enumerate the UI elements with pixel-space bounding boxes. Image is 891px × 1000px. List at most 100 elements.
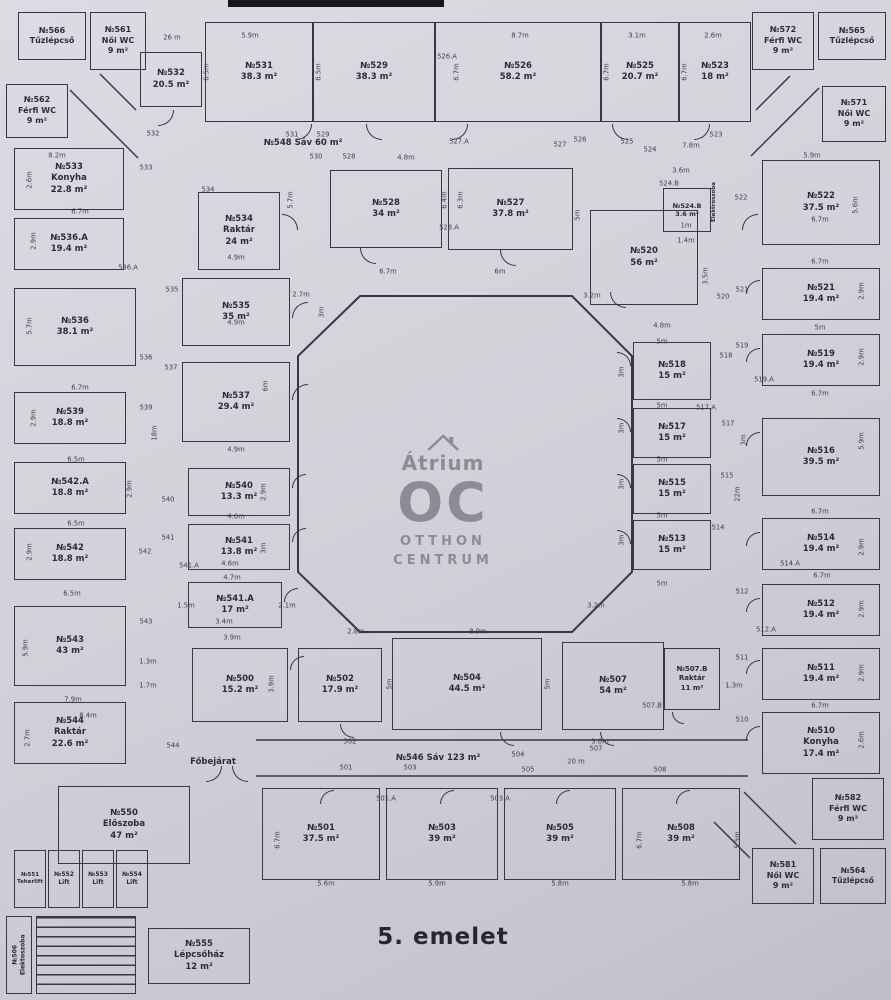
door-arc [360,248,376,264]
dim-label: 5m [656,579,668,588]
room-number: №528 [372,197,400,208]
room-name-or-area: Női WC [837,108,871,118]
room-tag: 533 [139,163,153,172]
dim-label: 4.6m [227,512,245,521]
dim-label: 1.5m [177,601,195,610]
room-name-or-area: 22.8 m² [50,184,88,195]
logo-word-otthon: OTTHON [400,533,486,549]
door-arc [440,790,454,804]
room-number: №526 [504,60,532,71]
door-arc [746,432,760,446]
room-name-or-area: 15.2 m² [221,685,259,695]
dim-label: 7.8m [682,141,700,150]
room-name-or-area: Férfi WC [18,105,56,115]
room-number: №507.B [676,665,708,674]
dim-label: 5.8m [681,879,699,888]
room-tag: 534 [201,185,215,194]
room-tag: 514 [711,523,725,532]
room-tag: 541.A [179,561,199,570]
door-arc [672,712,684,724]
dim-label: 6.5m [67,455,85,464]
dim-label: 2.1m [278,601,296,610]
room-name-or-area: 15 m² [658,489,686,499]
room-name-or-area: 19.4 m² [802,674,840,684]
room-number: №531 [245,60,273,71]
room-name-or-area: Női WC [766,870,800,880]
room-name-or-area: 39 m² [428,834,456,844]
dim-label: 3.9m [223,633,241,642]
door-arc [742,214,758,230]
dim-label: 6.7m [602,63,611,81]
room-name-or-area: 9 m² [26,116,48,126]
dim-label: 5.9m [857,432,866,450]
room-tag: 520 [716,292,730,301]
room-name-or-area: 9 m² [772,46,794,56]
dim-label: 3.1m [628,31,646,40]
room-number: №517 [658,421,686,432]
room-name-or-area: 39.5 m² [802,457,840,467]
room-tag: 528 [342,152,356,161]
room-number: №550 [110,808,138,819]
room-tag: 519.A [754,375,774,384]
room-number: №512 [807,598,835,609]
door-arc [292,384,308,400]
room-number: №518 [658,359,686,370]
room-tag: 511 [735,653,749,662]
room-name-or-area: 22.6 m² [51,738,89,749]
room-name-or-area: 15 m² [658,545,686,555]
room-number: №504 [453,672,481,683]
room-number: №514 [807,532,835,543]
dim-label: 2.9m [857,600,866,618]
room-number: №505 [546,822,574,833]
door-arc [282,214,298,230]
room-tag: 521 [735,285,749,294]
door-arc [556,790,570,804]
floor-title: 5. emelet [377,924,509,950]
room-tag: 543 [139,617,153,626]
door-arc [292,528,306,542]
dim-label: 26 m [163,33,181,42]
room-number: №551 [20,871,40,878]
dim-label: 2.9m [125,480,134,498]
dim-label: 6.4m [440,191,449,209]
room-number: №553 [88,871,108,879]
room-name-or-area: 9 m² [772,881,794,891]
room-name-or-area: 24 m² [225,236,253,247]
room-number: №520 [630,246,658,257]
room-name-or-area: 44.5 m² [448,684,486,694]
dim-label: 6.7m [273,831,282,849]
room-tag: 531 [285,130,299,139]
room-number: №506 [11,945,19,965]
area-label: №548 Sáv 60 m² [263,138,343,148]
room-name-or-area: 39 m² [667,834,695,844]
room-tag: 518 [719,351,733,360]
room-name-or-area: 3.6 m² [675,210,699,218]
